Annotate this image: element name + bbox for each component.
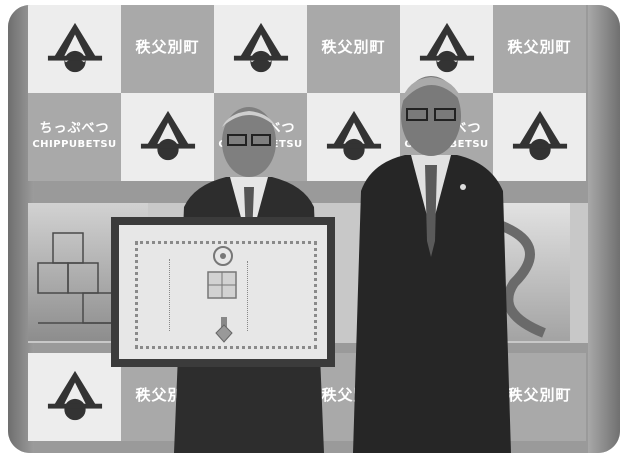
town-logo-icon	[140, 110, 196, 161]
chrysanthemum-crest-icon	[213, 246, 233, 266]
backdrop-name-cell: 秩父別町	[121, 5, 214, 93]
backdrop-name-cell: 秩父別町	[307, 5, 400, 93]
backdrop-romaji-cell: ちっぷべつ CHIPPUBETSU	[28, 93, 121, 181]
town-name-romaji: ちっぷべつ	[39, 121, 110, 136]
backdrop-logo-cell	[400, 5, 493, 93]
backdrop-logo-cell	[307, 93, 400, 181]
certificate-text-lines	[247, 261, 264, 331]
town-logo-icon	[326, 110, 382, 161]
town-name-text: 秩父別町	[507, 38, 572, 56]
person-right	[341, 61, 521, 453]
backdrop-logo-cell	[493, 93, 586, 181]
certificate-text-lines	[169, 259, 190, 331]
backdrop-logo-cell	[28, 353, 121, 441]
town-logo-icon	[419, 22, 475, 73]
backdrop-name-cell: 秩父別町	[493, 5, 586, 93]
town-logo-icon	[512, 110, 568, 161]
town-name-text: 秩父別町	[321, 38, 386, 56]
town-name-text: 秩父別町	[135, 38, 200, 56]
town-logo-icon	[47, 22, 103, 73]
curtain-right	[588, 5, 620, 453]
town-logo-icon	[233, 22, 289, 73]
certificate-border	[135, 241, 317, 349]
official-seal-icon	[207, 271, 237, 299]
certificate-paper	[119, 225, 327, 359]
town-name-latin: CHIPPUBETSU	[32, 139, 117, 150]
award-certificate	[111, 217, 335, 367]
backdrop-logo-cell	[214, 5, 307, 93]
town-logo-icon	[47, 370, 103, 421]
town-name-text: 秩父別町	[507, 386, 572, 404]
photo: 秩父別町 秩父別町 秩父別町	[8, 5, 620, 453]
backdrop-logo-cell	[121, 93, 214, 181]
medal-icon	[215, 317, 233, 343]
backdrop-logo-cell	[28, 5, 121, 93]
